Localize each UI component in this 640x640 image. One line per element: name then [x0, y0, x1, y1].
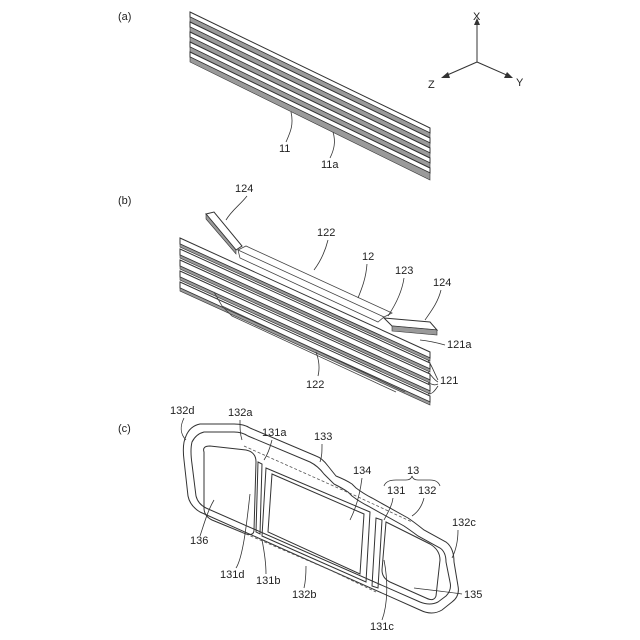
terminal-124-left — [206, 212, 242, 254]
ref-122-bottom: 122 — [306, 379, 324, 391]
frame-132-outer — [183, 424, 458, 613]
terminal-124-right — [384, 318, 437, 335]
ref-131d: 131d — [220, 569, 244, 581]
leader-123 — [388, 278, 404, 316]
spacer-131c — [372, 518, 382, 588]
strip-a-3 — [190, 32, 430, 158]
opening-136 — [204, 446, 256, 535]
ref-123: 123 — [395, 265, 413, 277]
ref-131c: 131c — [370, 621, 394, 633]
leader-12 — [358, 264, 367, 298]
leader-122-top — [314, 240, 328, 270]
leader-124-right — [425, 290, 441, 320]
panel-b-label: (b) — [118, 195, 131, 207]
ref-131: 131 — [387, 485, 405, 497]
strip-stack-11 — [190, 12, 430, 180]
axis-z-label: Z — [428, 79, 435, 91]
ref-11: 11 — [279, 143, 290, 155]
ref-135: 135 — [464, 589, 482, 601]
ref-132c: 132c — [452, 517, 476, 529]
ref-131a: 131a — [262, 427, 287, 439]
ref-133: 133 — [314, 431, 332, 443]
ref-12: 12 — [362, 251, 374, 263]
ref-134: 134 — [353, 465, 371, 477]
ref-124-top: 124 — [235, 183, 253, 195]
leader-131b — [262, 540, 266, 574]
spacer-131d — [256, 462, 262, 534]
ref-132a: 132a — [228, 407, 253, 419]
leader-135 — [414, 588, 462, 594]
ref-136: 136 — [190, 535, 208, 547]
dashed-131b — [232, 528, 376, 592]
ref-11a: 11a — [321, 159, 339, 171]
strip-a-4 — [190, 42, 430, 168]
leader-124-top — [226, 196, 247, 220]
conductor-b-4 — [180, 271, 430, 394]
panel-c: (c) 132d 132a 131a 133 134 13 — [118, 405, 482, 633]
axis-y-label: Y — [516, 77, 524, 89]
ref-121a: 121a — [447, 339, 472, 351]
leader-11a — [330, 132, 334, 158]
panel-a: (a) 11 — [118, 11, 524, 180]
axes-triad: X Z Y — [428, 11, 524, 91]
panel-a-label: (a) — [118, 11, 131, 23]
ref-132d: 132d — [170, 405, 194, 417]
ref-124-right: 124 — [433, 277, 451, 289]
ref-132b: 132b — [292, 589, 316, 601]
leader-11 — [286, 112, 292, 142]
leader-131c — [382, 560, 387, 620]
panel-b: (b) — [118, 183, 472, 405]
ref-13: 13 — [407, 465, 419, 477]
leader-121a — [420, 340, 445, 345]
leader-122-bottom — [316, 352, 319, 376]
ref-122-top: 122 — [317, 227, 335, 239]
strip-a-2 — [190, 22, 430, 148]
leader-132b — [304, 566, 306, 588]
leader-132a — [240, 420, 242, 440]
ref-131b: 131b — [256, 575, 280, 587]
panel-c-label: (c) — [118, 423, 131, 435]
axis-x-label: X — [473, 11, 481, 23]
ref-121: 121 — [440, 375, 458, 387]
ref-132: 132 — [418, 485, 436, 497]
conductor-b-2 — [180, 249, 430, 372]
